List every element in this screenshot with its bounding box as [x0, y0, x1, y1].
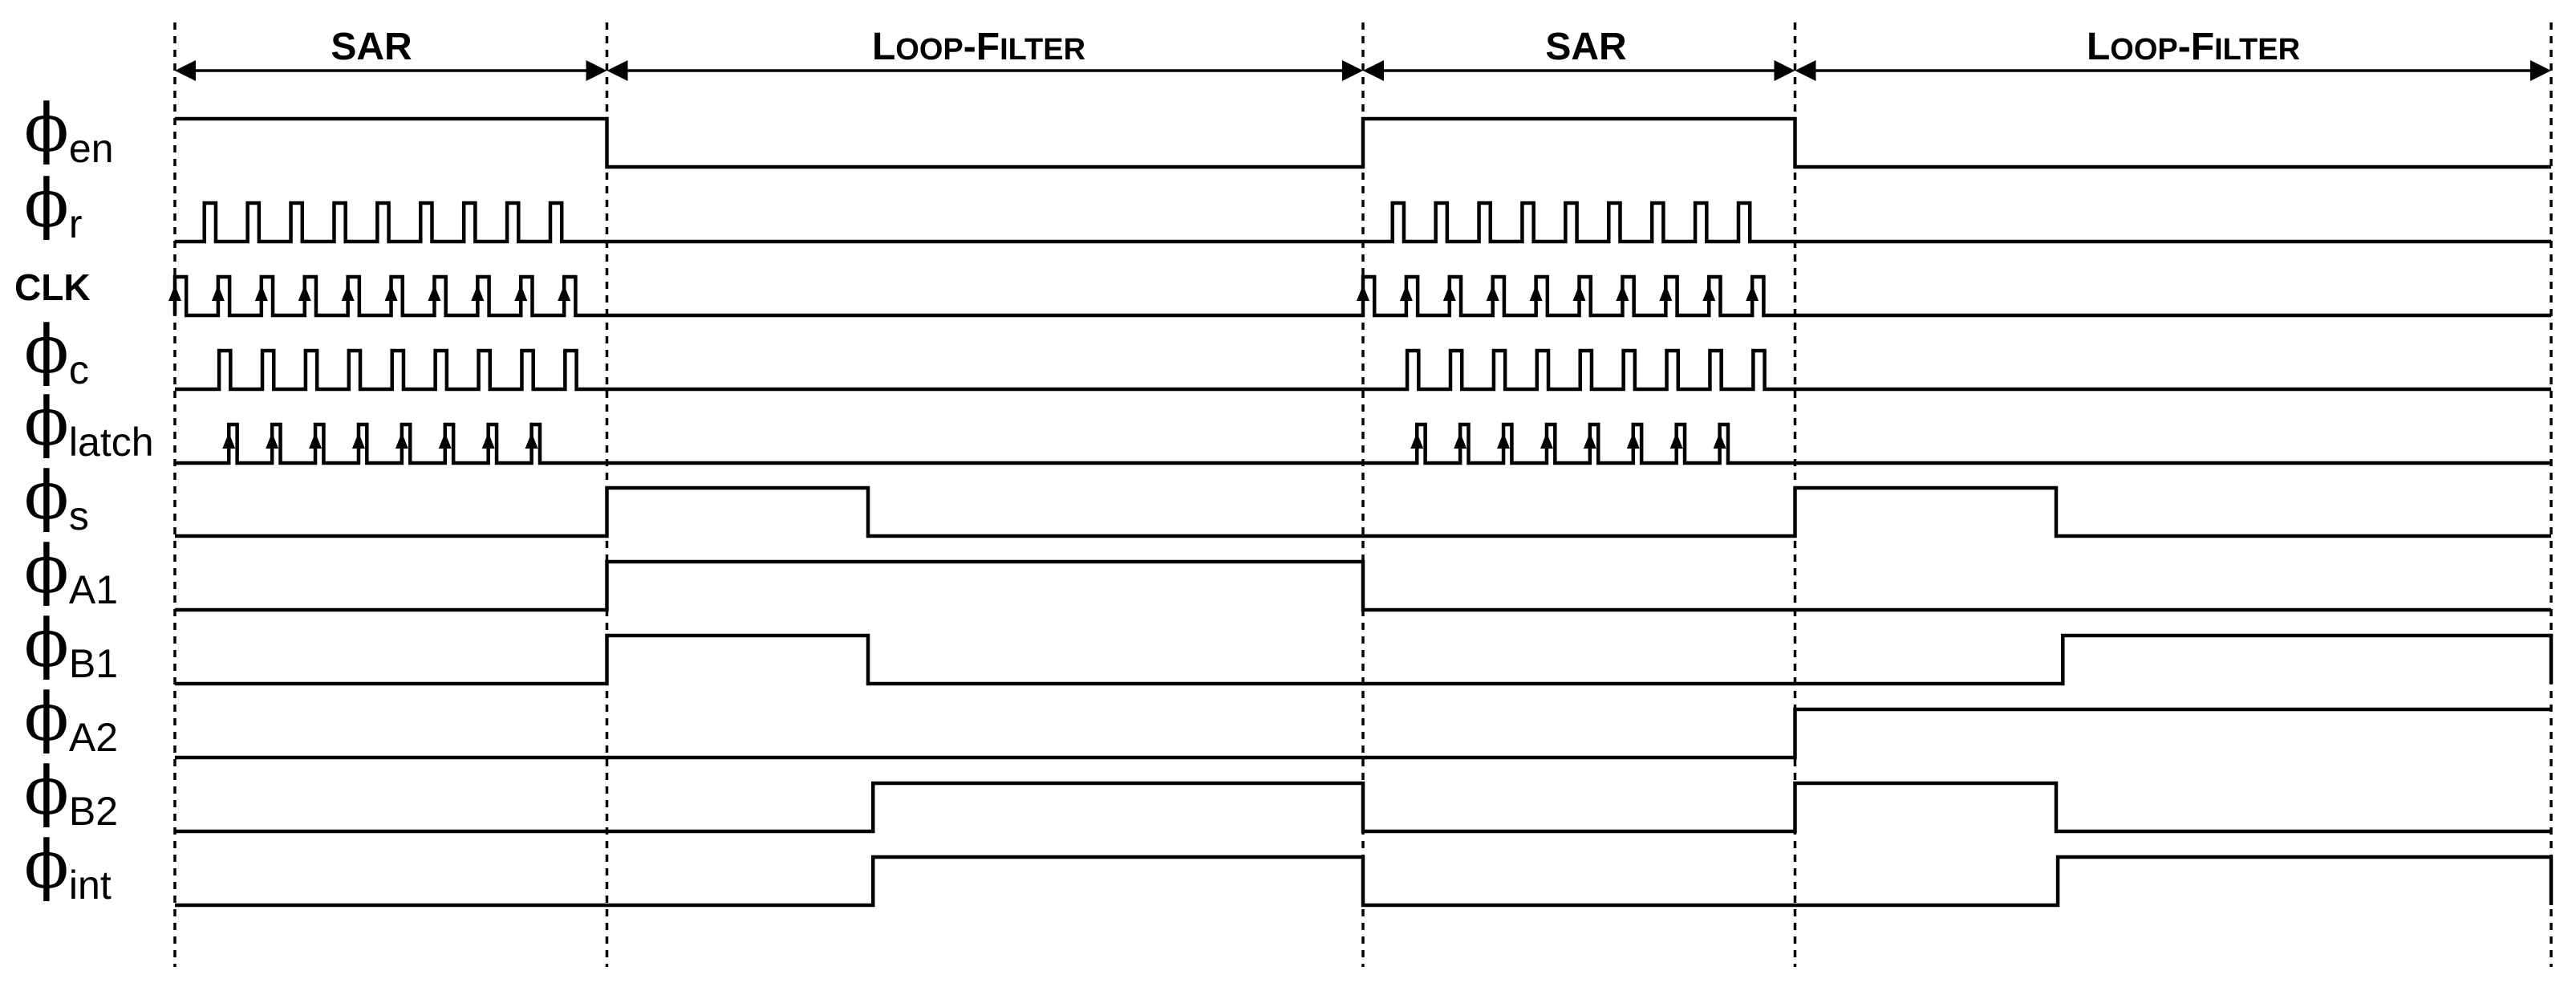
signal-label-latch: ϕlatch: [24, 384, 154, 465]
signal-label-b2: ϕB2: [24, 753, 118, 834]
rising-edge-arrow-icon: [1659, 285, 1673, 301]
rising-edge-arrow-icon: [1529, 285, 1543, 301]
rising-edge-arrow-icon: [1669, 433, 1683, 449]
phase-label-sar-1: SAR: [331, 26, 412, 68]
waveform-r: [175, 201, 2551, 244]
rising-edge-arrow-icon: [481, 433, 495, 449]
signal-label-a2: ϕA2: [24, 680, 118, 760]
arrow-left-icon: [1795, 60, 1816, 81]
arrow-left-icon: [1363, 60, 1384, 81]
rising-edge-arrow-icon: [558, 285, 571, 301]
waveform-latch: [175, 422, 2551, 465]
signal-label-c: ϕc: [24, 312, 89, 392]
rising-edge-arrow-icon: [1746, 285, 1759, 301]
rising-edge-arrow-icon: [438, 433, 452, 449]
rising-edge-arrow-icon: [1410, 433, 1424, 449]
rising-edge-arrow-icon: [1399, 285, 1413, 301]
rising-edge-arrow-icon: [1702, 285, 1716, 301]
signal-label-en: ϕen: [24, 91, 114, 171]
rising-edge-arrow-icon: [428, 285, 441, 301]
rising-edge-arrow-icon: [351, 433, 365, 449]
rising-edge-arrow-icon: [1626, 433, 1640, 449]
rising-edge-arrow-icon: [384, 285, 398, 301]
rising-edge-arrow-icon: [309, 433, 323, 449]
rising-edge-arrow-icon: [1713, 433, 1726, 449]
waveform-B1: [175, 633, 2554, 686]
signal-label-int: ϕint: [24, 827, 112, 908]
waveform-A2: [175, 707, 2551, 760]
rising-edge-arrow-icon: [168, 285, 181, 301]
rising-edge-arrow-icon: [1572, 285, 1586, 301]
arrow-left-icon: [175, 60, 196, 81]
rising-edge-arrow-icon: [1497, 433, 1511, 449]
phase-label-sar-2: SAR: [1545, 26, 1626, 68]
arrow-right-icon: [1774, 60, 1795, 81]
phase-bar: [175, 60, 2551, 81]
rising-edge-arrow-icon: [1486, 285, 1499, 301]
signal-label-a1: ϕA1: [24, 532, 118, 612]
rising-edge-arrow-icon: [211, 285, 225, 301]
signal-label-s: ϕs: [24, 458, 89, 538]
phase-label-loop-filter-2: LOOP-FILTER: [2087, 26, 2300, 68]
rising-edge-arrow-icon: [254, 285, 268, 301]
waveform-B2: [175, 781, 2551, 834]
rising-edge-arrow-icon: [1454, 433, 1467, 449]
waveform-clk: [172, 274, 2551, 318]
arrow-left-icon: [606, 60, 628, 81]
rising-edge-arrow-icon: [471, 285, 485, 301]
rising-edge-arrow-icon: [298, 285, 311, 301]
rising-edge-arrow-icon: [1616, 285, 1629, 301]
rising-edge-arrow-icon: [1357, 285, 1369, 301]
waveforms: [168, 116, 2554, 908]
waveform-en: [175, 116, 2551, 169]
rising-edge-arrow-icon: [1442, 285, 1456, 301]
signal-labels: ϕen ϕr CLK ϕc ϕlatch ϕs ϕA1 ϕB1 ϕA2 ϕB2 …: [14, 91, 154, 908]
signal-label-r: ϕr: [24, 166, 83, 246]
waveform-s: [175, 485, 2551, 538]
rising-edge-arrow-icon: [341, 285, 355, 301]
rising-edge-arrow-icon: [525, 433, 538, 449]
waveform-A1: [175, 559, 2551, 612]
signal-label-clk: CLK: [14, 266, 91, 308]
rising-edge-arrow-icon: [222, 433, 236, 449]
signal-label-b1: ϕB1: [24, 606, 118, 686]
rising-edge-arrow-icon: [266, 433, 279, 449]
rising-edge-arrow-icon: [1540, 433, 1553, 449]
waveform-int: [175, 855, 2554, 908]
rising-edge-arrow-icon: [395, 433, 408, 449]
arrow-right-icon: [586, 60, 607, 81]
rising-edge-arrow-icon: [1583, 433, 1596, 449]
arrow-right-icon: [2530, 60, 2551, 81]
arrow-right-icon: [1342, 60, 1363, 81]
waveform-c: [175, 348, 2551, 392]
phase-label-loop-filter-1: LOOP-FILTER: [872, 26, 1085, 68]
rising-edge-arrow-icon: [514, 285, 528, 301]
